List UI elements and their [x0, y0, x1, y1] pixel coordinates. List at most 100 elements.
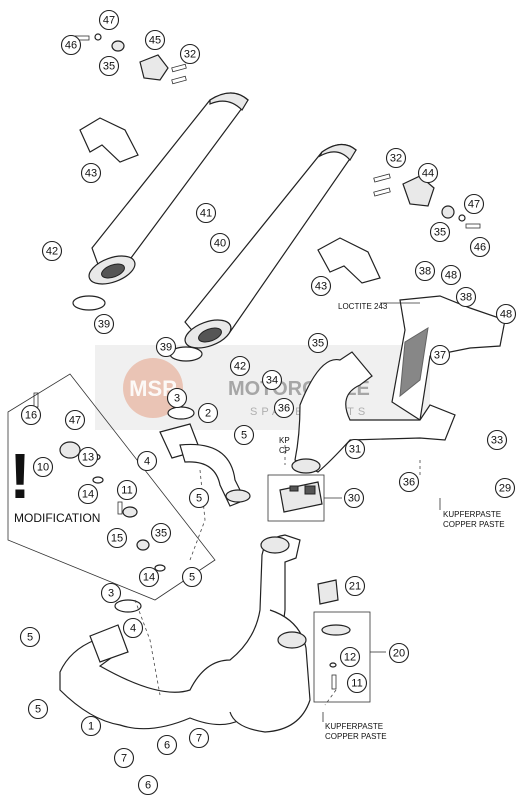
callout-number: 32 — [184, 49, 196, 61]
callout-35: 35 — [307, 332, 329, 354]
callout-circle — [195, 202, 217, 224]
callout-6: 6 — [156, 734, 178, 756]
callout-number: 4 — [144, 456, 150, 468]
callout-circle — [136, 450, 158, 472]
callout-number: 13 — [82, 452, 94, 464]
callout-circle — [64, 409, 86, 431]
callout-number: 46 — [65, 40, 77, 52]
callout-number: 6 — [145, 780, 151, 792]
callout-circle — [32, 456, 54, 478]
callout-number: 42 — [46, 246, 58, 258]
callout-11: 11 — [346, 672, 368, 694]
callout-circle — [116, 479, 138, 501]
callout-6: 6 — [137, 774, 159, 796]
y-pipe — [294, 351, 456, 473]
callout-number: 20 — [393, 648, 405, 660]
callout-number: 33 — [491, 435, 503, 447]
y-pipe-outlet — [291, 458, 321, 474]
callout-circle — [188, 727, 210, 749]
callout-number: 35 — [434, 227, 446, 239]
callout-circle — [429, 221, 451, 243]
callout-4: 4 — [136, 450, 158, 472]
callout-circle — [455, 286, 477, 308]
callout-circle — [98, 55, 120, 77]
callout-circle — [229, 355, 251, 377]
leader-lines — [134, 445, 421, 706]
callout-number: 48 — [500, 309, 512, 321]
solid-leaders — [322, 302, 441, 722]
callout-circle — [273, 397, 295, 419]
callout-circle — [27, 698, 49, 720]
callout-41: 41 — [195, 202, 217, 224]
callout-circle — [344, 438, 366, 460]
callout-circle — [80, 162, 102, 184]
callout-5: 5 — [27, 698, 49, 720]
callout-number: 35 — [155, 528, 167, 540]
callout-circle — [233, 424, 255, 446]
callout-48: 48 — [440, 264, 462, 286]
callout-number: 10 — [37, 462, 49, 474]
callout-number: 36 — [278, 403, 290, 415]
callout-11: 11 — [116, 479, 138, 501]
callout-circle — [93, 313, 115, 335]
callout-4: 4 — [122, 617, 144, 639]
callout-35: 35 — [150, 522, 172, 544]
callout-35: 35 — [429, 221, 451, 243]
callout-number: 39 — [160, 342, 172, 354]
callout-number: 47 — [103, 15, 115, 27]
copper-paste-box — [267, 474, 325, 522]
callout-48: 48 — [495, 303, 517, 325]
callout-38: 38 — [455, 286, 477, 308]
muffler-right — [184, 143, 357, 349]
callout-circle — [261, 369, 283, 391]
callout-circle — [137, 774, 159, 796]
screw-32c — [373, 173, 391, 183]
callout-number: 30 — [348, 493, 360, 505]
flange-lower — [89, 624, 129, 663]
callout-number: 7 — [196, 733, 202, 745]
callout-circle — [469, 236, 491, 258]
header-inlet — [277, 631, 307, 649]
callout-40: 40 — [209, 232, 231, 254]
callout-number: 14 — [143, 572, 155, 584]
callout-circle — [122, 617, 144, 639]
callout-21: 21 — [344, 575, 366, 597]
callout-34: 34 — [261, 369, 283, 391]
callout-number: 48 — [445, 270, 457, 282]
callout-number: 5 — [35, 704, 41, 716]
cp-label: CP — [279, 446, 290, 455]
copper-paste-label-2: COPPER PASTE — [325, 732, 387, 741]
callout-29: 29 — [494, 477, 516, 499]
callout-5: 5 — [188, 487, 210, 509]
callout-39: 39 — [93, 313, 115, 335]
callout-number: 29 — [499, 483, 511, 495]
callout-38: 38 — [414, 260, 436, 282]
callout-number: 43 — [85, 168, 97, 180]
callout-number: 5 — [189, 572, 195, 584]
loctite-label: LOCTITE 243 — [338, 302, 388, 311]
callout-circle — [41, 240, 63, 262]
callout-36: 36 — [398, 471, 420, 493]
callout-number: 44 — [422, 168, 434, 180]
callout-number: 43 — [315, 281, 327, 293]
callout-47: 47 — [98, 9, 120, 31]
callout-circle — [156, 734, 178, 756]
header-main — [59, 534, 301, 730]
callout-number: 40 — [214, 238, 226, 250]
callout-20: 20 — [388, 642, 410, 664]
washer-47b — [458, 214, 466, 222]
callout-43: 43 — [310, 275, 332, 297]
callout-number: 4 — [130, 623, 136, 635]
callout-5: 5 — [233, 424, 255, 446]
callout-circle — [495, 303, 517, 325]
callout-circle — [155, 336, 177, 358]
callout-number: 11 — [351, 678, 362, 690]
callout-circle — [77, 446, 99, 468]
callout-number: 2 — [205, 408, 211, 420]
callout-1: 1 — [80, 715, 102, 737]
callout-number: 38 — [460, 292, 472, 304]
callout-number: 39 — [98, 319, 110, 331]
callout-number: 3 — [108, 588, 114, 600]
bushing-35a — [111, 40, 125, 52]
callout-circle — [429, 344, 451, 366]
